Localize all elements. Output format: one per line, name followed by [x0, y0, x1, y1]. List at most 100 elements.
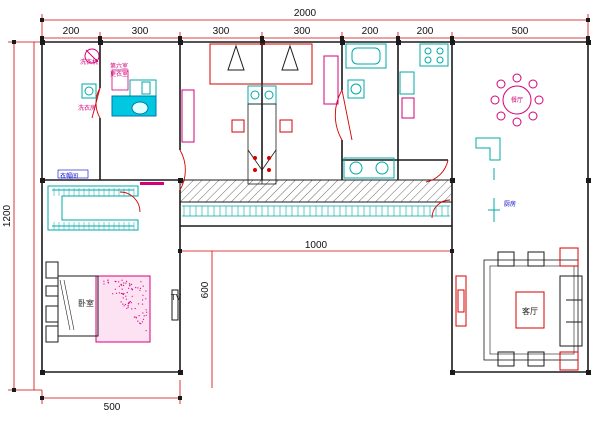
wardrobe: [47, 185, 139, 231]
bed-dot: [145, 290, 147, 292]
dim-seg-7: 500: [512, 26, 529, 37]
bedspread-pattern: [103, 279, 148, 332]
wardrobe-hangers: [53, 188, 135, 230]
bed-dot: [138, 315, 140, 317]
bed-dot: [120, 301, 122, 303]
bathroom-fixtures: [81, 48, 157, 117]
bed-dot: [146, 311, 148, 313]
bed-dot: [131, 295, 133, 297]
bed-dot: [142, 318, 145, 320]
bed-dot: [142, 294, 144, 296]
wardrobe-label-box: [57, 169, 89, 179]
walls: [41, 41, 589, 373]
bed-dot: [139, 287, 142, 289]
room-label-dressing: 更衣室: [110, 70, 128, 78]
bed-dot: [103, 280, 105, 282]
wardrobe-rail: [140, 182, 164, 185]
room-label-bathroom-b: 第六室: [110, 62, 128, 70]
bed-dot: [125, 282, 127, 284]
bed-dot: [124, 303, 126, 306]
bed-dot: [131, 288, 133, 290]
bed-dot: [118, 281, 120, 283]
bed-dot: [137, 287, 139, 289]
bed-dot: [128, 287, 130, 289]
dim-seg-4: 300: [294, 26, 311, 37]
bed-dot: [135, 316, 137, 318]
bed-dot: [123, 293, 125, 295]
doors: [91, 87, 451, 219]
bed-dot: [129, 285, 131, 287]
bed-dot: [122, 297, 124, 299]
dim-seg-3: 300: [213, 26, 230, 37]
bed-dot: [133, 316, 135, 318]
bed-dot: [121, 279, 123, 281]
kitchen: [399, 43, 449, 119]
bedroom: [45, 261, 179, 343]
bed-dot: [120, 284, 122, 286]
bed-dot: [128, 301, 130, 303]
bed-dot: [115, 281, 117, 283]
bed-dot: [140, 281, 142, 283]
room-label-laundry: 洗衣房: [78, 104, 96, 112]
bed-dot: [121, 288, 123, 290]
dim-left-total: 1200: [2, 204, 13, 227]
bed-dot: [123, 305, 125, 307]
bed-dot: [126, 307, 128, 309]
bed-dot: [126, 280, 128, 282]
dim-seg-6: 200: [417, 26, 434, 37]
bed-dot: [140, 323, 142, 325]
bed-dot: [145, 330, 147, 332]
dim-top-total: 2000: [294, 8, 317, 19]
bed-dot: [107, 281, 109, 283]
bed-dot: [107, 279, 109, 281]
bed-dot: [120, 292, 122, 295]
bed-dot: [135, 287, 137, 289]
bed-dot: [114, 288, 116, 290]
bed-dot: [131, 283, 133, 285]
bed-dot: [123, 284, 125, 286]
bed-dot: [112, 293, 114, 295]
bed-dot: [122, 293, 124, 295]
bed-dot: [118, 292, 120, 294]
bed-dot: [139, 322, 141, 324]
bed-dot: [128, 283, 131, 285]
dimension-ticks: [12, 18, 590, 400]
label-tv: TV: [170, 293, 182, 302]
double-bathroom: [181, 43, 339, 185]
dim-seg-2: 300: [132, 26, 149, 37]
room-label-kitchen: 厨房: [504, 200, 516, 208]
kitchen-counter: [475, 137, 501, 222]
bed-dot: [118, 285, 120, 287]
room-label-bedroom: 卧室: [78, 298, 94, 308]
bed-dot: [142, 285, 144, 287]
living-room: [455, 247, 583, 371]
dim-corridor: 1000: [305, 240, 328, 251]
dim-seg-1: 200: [63, 26, 80, 37]
bed-dot: [145, 314, 147, 316]
dim-seg-5: 200: [362, 26, 379, 37]
bed-dot: [126, 291, 128, 294]
bed-dot: [145, 309, 147, 311]
bed-dot: [142, 312, 144, 314]
bed-dot: [103, 283, 105, 285]
bed-dot: [129, 300, 131, 303]
dim-mid-vertical: 600: [200, 281, 211, 298]
room-label-living: 客厅: [522, 306, 538, 316]
bed-dot: [131, 289, 134, 291]
bed-dot: [125, 298, 127, 300]
room-label-dining: 餐厅: [511, 96, 523, 104]
dining-table: [490, 73, 544, 127]
bed-dot: [137, 320, 139, 322]
bed-dot: [139, 289, 141, 291]
bed-dot: [122, 303, 124, 305]
bed-dot: [143, 315, 145, 317]
dim-bottom-left: 500: [104, 402, 121, 413]
bed-dot: [116, 292, 118, 294]
bed-dot: [145, 298, 147, 300]
corridor-tile-ticks: [183, 206, 449, 216]
bed-dot: [127, 306, 129, 308]
bed-dot: [123, 282, 125, 284]
bed-dot: [134, 307, 136, 310]
